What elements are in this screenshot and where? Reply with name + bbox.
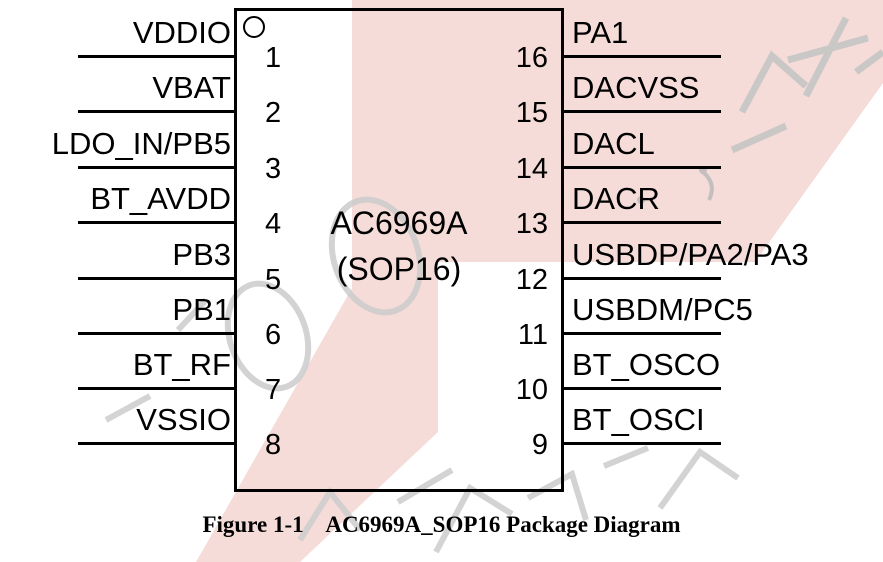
- pin-number-left-6: 6: [265, 319, 282, 351]
- figure-caption: Figure 1-1 AC6969A_SOP16 Package Diagram: [202, 512, 681, 537]
- pin-label-right-13: DACR: [572, 181, 660, 216]
- pin-label-right-9: BT_OSCI: [572, 402, 705, 437]
- pin-label-left-1: VDDIO: [132, 15, 231, 50]
- pin-label-left-6: PB1: [172, 292, 231, 327]
- pin-number-right-16: 16: [515, 42, 548, 74]
- lead-line-left-8: [78, 442, 235, 445]
- lead-line-right-11: [564, 332, 721, 335]
- pin-label-right-10: BT_OSCO: [572, 347, 721, 382]
- lead-line-right-10: [564, 387, 721, 390]
- pin-label-left-7: BT_RF: [132, 347, 231, 382]
- pin-number-right-13: 13: [515, 208, 548, 240]
- pin-number-left-8: 8: [265, 429, 282, 461]
- pin-label-right-14: DACL: [572, 126, 655, 161]
- lead-line-right-12: [564, 277, 721, 280]
- pin-number-left-7: 7: [265, 374, 282, 406]
- pin-number-left-5: 5: [265, 264, 282, 296]
- lead-line-left-7: [78, 387, 235, 390]
- lead-line-right-14: [564, 166, 721, 169]
- lead-line-right-15: [564, 110, 721, 113]
- pin-label-right-16: PA1: [572, 15, 629, 50]
- pin-label-left-8: VSSIO: [136, 402, 231, 437]
- pin-number-right-11: 11: [517, 319, 548, 351]
- lead-line-left-4: [78, 221, 235, 224]
- pin-number-right-9: 9: [531, 429, 548, 461]
- pin-label-left-3: LDO_IN/PB5: [51, 126, 231, 161]
- lead-line-right-16: [564, 55, 721, 58]
- pin-label-left-2: VBAT: [152, 70, 231, 105]
- pin-number-left-1: 1: [265, 42, 282, 74]
- lead-line-left-1: [78, 55, 235, 58]
- lead-line-left-2: [78, 110, 235, 113]
- pin-label-right-15: DACVSS: [572, 70, 700, 105]
- pin-number-right-14: 14: [515, 153, 548, 185]
- lead-line-left-3: [78, 166, 235, 169]
- pin-number-right-12: 12: [515, 264, 548, 296]
- lead-line-left-6: [78, 332, 235, 335]
- lead-line-left-5: [78, 277, 235, 280]
- pin1-circle-marker: [243, 16, 265, 38]
- lead-line-right-13: [564, 221, 721, 224]
- pin-number-left-3: 3: [265, 153, 282, 185]
- pin-label-right-12: USBDP/PA2/PA3: [572, 237, 809, 272]
- pin-number-right-10: 10: [515, 374, 548, 406]
- pin-number-left-2: 2: [265, 97, 282, 129]
- pin-label-left-5: PB3: [172, 237, 231, 272]
- pin-label-left-4: BT_AVDD: [90, 181, 231, 216]
- lead-line-right-9: [564, 442, 721, 445]
- pin-label-right-11: USBDM/PC5: [572, 292, 753, 327]
- pin-number-right-15: 15: [515, 97, 548, 129]
- pin-number-left-4: 4: [265, 208, 282, 240]
